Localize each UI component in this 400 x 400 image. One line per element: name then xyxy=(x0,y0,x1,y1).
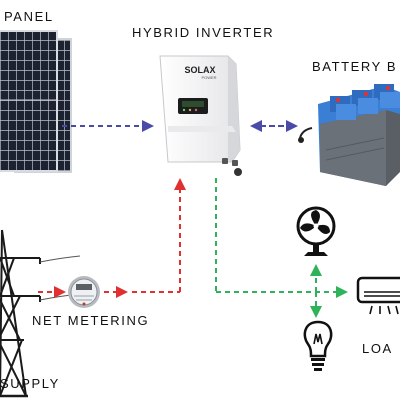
grid-flow xyxy=(38,178,186,298)
solar-panel-label: PANEL xyxy=(4,9,54,24)
battery-label: BATTERY B xyxy=(312,59,398,74)
brand-sub: POWER xyxy=(201,75,217,80)
solar-panel-icon xyxy=(0,30,72,173)
inverter-brand-sub: POWER xyxy=(196,76,222,80)
brand-name: SOLAX xyxy=(184,65,216,75)
air-conditioner-icon xyxy=(356,276,400,315)
transmission-tower-icon xyxy=(0,229,41,398)
load-flow xyxy=(215,178,348,318)
inverter-label: HYBRID INVERTER xyxy=(132,25,275,40)
electric-meter-icon xyxy=(68,276,100,308)
light-bulb-icon xyxy=(303,320,333,371)
net-metering-label: NET METERING xyxy=(32,313,150,328)
supply-label: SUPPLY xyxy=(0,376,60,391)
inverter-icon xyxy=(159,55,242,176)
inverter-brand-logo: SOLAX xyxy=(178,66,222,75)
battery-bank-icon xyxy=(298,84,400,186)
fan-icon xyxy=(296,206,336,256)
load-label: LOA xyxy=(362,341,393,356)
